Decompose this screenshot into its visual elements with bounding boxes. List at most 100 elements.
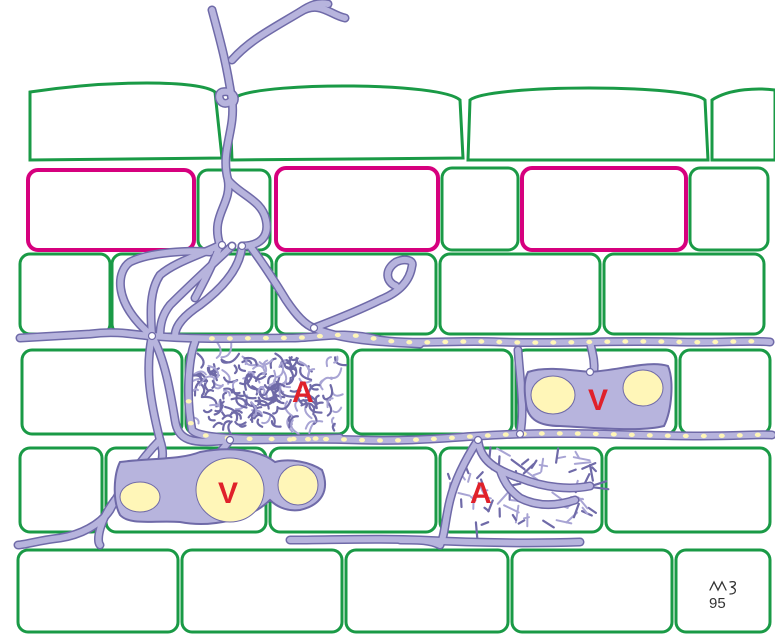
arbuscule-branch <box>555 519 573 525</box>
arbuscule-branch <box>572 456 591 462</box>
hypha-outline <box>227 2 350 65</box>
arbuscule-branch <box>262 411 276 426</box>
lipid-droplet <box>568 340 575 345</box>
lipid-droplet <box>748 339 755 344</box>
arbuscule-branch <box>542 519 555 529</box>
arbuscule-branch <box>555 447 560 464</box>
lipid-droplet <box>413 437 419 442</box>
arbuscule-branch <box>275 362 284 379</box>
arbuscule-branch <box>319 379 324 391</box>
lipid-droplet <box>502 432 509 437</box>
arbuscule-branch <box>241 355 248 366</box>
hypha <box>192 242 223 301</box>
arbuscule-branch <box>237 364 247 372</box>
arbuscule-branch <box>196 352 205 369</box>
lipid-droplet <box>538 431 545 436</box>
arbuscule-branch <box>487 499 494 513</box>
arbuscule-branch <box>290 419 300 435</box>
lipid-droplet <box>676 339 683 345</box>
lipid-droplet <box>246 436 253 441</box>
hypha <box>247 243 317 331</box>
lipid-droplet <box>712 339 719 345</box>
hypha <box>149 333 233 445</box>
hyphal-junction <box>237 241 247 251</box>
hypodermis-layer <box>26 166 770 252</box>
arbuscule-branch <box>243 372 254 391</box>
arbuscule-branch <box>540 457 545 473</box>
arbuscule-branch <box>309 383 319 391</box>
arbuscule-branch <box>592 486 610 491</box>
arbuscule-branch <box>272 405 279 415</box>
lipid-droplet <box>359 437 365 443</box>
arbuscule-branch <box>306 383 321 397</box>
epidermis-cell <box>710 87 775 162</box>
arbuscule-branch <box>476 471 484 480</box>
arbuscule-branch <box>298 360 311 377</box>
cortex-cell <box>350 348 514 436</box>
lipid-droplet <box>484 433 491 438</box>
hyphal-junction <box>473 435 483 445</box>
arbuscule-branch <box>212 421 223 429</box>
lipid-droplet <box>532 340 539 345</box>
arbuscule-label: A <box>470 477 492 510</box>
hypha <box>297 0 331 15</box>
hyphal-junction <box>515 429 525 439</box>
arbuscule-branch <box>312 414 318 425</box>
lipid-droplet <box>244 336 251 341</box>
arbuscule-branch <box>222 391 228 400</box>
hypha <box>216 88 238 107</box>
lipid-droplet <box>628 432 635 437</box>
arbuscule-branch <box>247 371 255 377</box>
arbuscule-branch <box>588 464 594 482</box>
cortex-cell <box>438 446 604 534</box>
arbuscule-branch <box>479 494 492 500</box>
cortex-cell <box>510 548 674 634</box>
arbuscule-branch <box>555 455 567 460</box>
arbuscule-branch <box>510 458 526 471</box>
arbuscule-branch <box>331 422 336 432</box>
lipid-droplet <box>298 335 305 340</box>
arbuscule-branch <box>204 389 215 397</box>
cortex-cell <box>602 252 766 336</box>
lipid-droplet <box>478 339 485 344</box>
hypha <box>117 248 213 339</box>
lipid-droplet <box>640 339 647 344</box>
cortex-cell <box>678 348 772 436</box>
arbuscule-branch <box>207 364 220 379</box>
lipid-droplets <box>185 332 761 443</box>
arbuscule-branch <box>457 492 471 497</box>
arbuscule-branch <box>329 367 343 379</box>
arbuscule-branch <box>245 372 250 384</box>
arbuscule-branch <box>256 396 262 406</box>
lipid-droplet <box>226 336 233 341</box>
arbuscule-branch <box>231 388 241 395</box>
lipid-droplet <box>622 339 629 344</box>
arbuscule-branch <box>288 356 297 372</box>
arbuscule-branch <box>479 478 486 490</box>
arbuscule-branch <box>581 506 589 515</box>
arbuscule-branch <box>304 420 317 430</box>
lipid-droplet <box>586 339 593 345</box>
arbuscule-branch <box>511 513 518 522</box>
lipid-droplet <box>496 339 503 345</box>
lipid-droplet <box>658 339 665 344</box>
hyphal-junction <box>309 323 319 333</box>
lipid-droplet <box>312 436 319 441</box>
hypha <box>497 467 578 508</box>
epidermis-cell <box>466 86 710 162</box>
arbuscule-branch <box>573 461 592 465</box>
arbuscule-label: A <box>292 376 314 409</box>
vesicle-left <box>113 448 327 525</box>
lipid-droplet <box>556 431 563 436</box>
arbuscule-branch <box>568 468 577 474</box>
arbuscule-branch <box>271 399 282 404</box>
arbuscule-branch <box>211 379 216 389</box>
arbuscule-branch <box>296 389 304 405</box>
arbuscule-branch <box>325 384 334 401</box>
lipid-droplet <box>406 340 413 345</box>
arbuscule-branch <box>299 366 313 381</box>
arbuscule-branch <box>480 521 490 526</box>
cortex-cell <box>180 548 344 634</box>
arbuscule-branch <box>261 414 272 425</box>
lipid-droplet <box>514 340 521 345</box>
